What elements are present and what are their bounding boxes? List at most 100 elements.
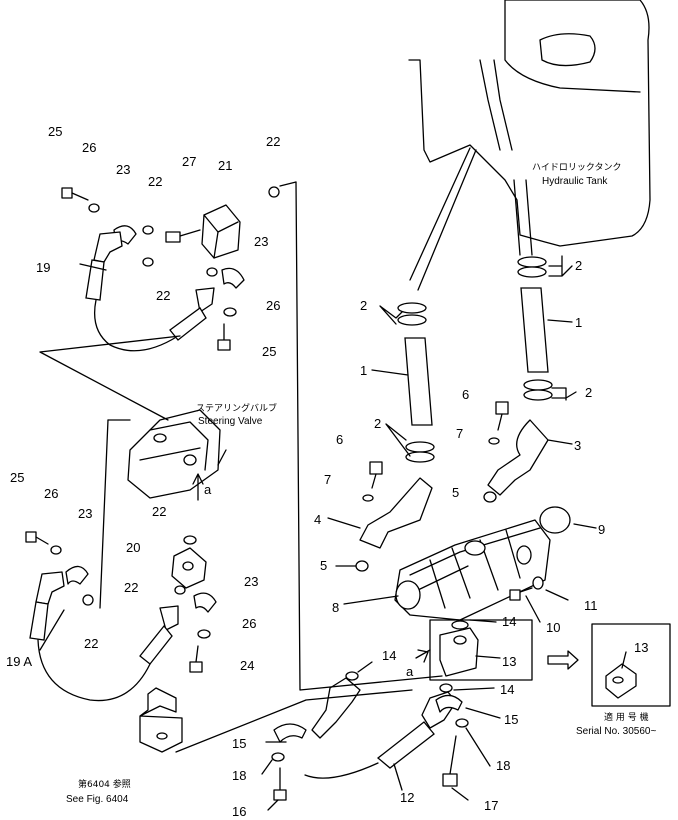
- suction-hose-right: [487, 256, 553, 496]
- clamp-23-mid-right: [193, 592, 217, 613]
- callout-5: 5: [320, 558, 327, 573]
- callout-19a: 19 A: [6, 654, 32, 669]
- bolt-6-left: [369, 461, 383, 489]
- hose-19: [85, 231, 179, 352]
- callout-2: 2: [374, 416, 381, 431]
- hydraulic-tank-jp-label: ハイドロリックタンク: [532, 162, 621, 173]
- hose-19a: [29, 571, 151, 702]
- callout-20: 20: [126, 540, 140, 555]
- oring-22-e: [82, 594, 94, 606]
- serial-arrow: [547, 650, 579, 670]
- callouts: 2 1 2 1 2 2 3 6 7 5 6 7 4 5 8 9 11 10 14…: [6, 124, 648, 819]
- callout-15: 15: [504, 712, 518, 727]
- bolt-16: [273, 767, 287, 801]
- bolt-10: [509, 587, 533, 601]
- steering-valve-jp-label: ステアリングバルブ: [196, 402, 277, 414]
- oring-22-d: [206, 267, 218, 277]
- arrow-a-bottom: [415, 649, 431, 663]
- callout-26: 26: [242, 616, 256, 631]
- callout-22: 22: [156, 288, 170, 303]
- oring-5-left: [355, 560, 369, 572]
- callout-22: 22: [152, 504, 166, 519]
- oring-14-bottom: [439, 683, 453, 693]
- callout-22: 22: [148, 174, 162, 189]
- clamp-23-mid-left: [65, 565, 89, 585]
- oring-22-b: [142, 257, 154, 267]
- callout-9: 9: [598, 522, 605, 537]
- callout-14: 14: [382, 648, 396, 663]
- callout-21: 21: [218, 158, 232, 173]
- callout-2: 2: [575, 258, 582, 273]
- callout-8: 8: [332, 600, 339, 615]
- oring-22-c: [268, 186, 280, 198]
- clamp-15-right: [435, 694, 463, 713]
- bolt-25-top-right: [217, 323, 231, 351]
- oring-14-lower: [345, 671, 359, 681]
- callout-26: 26: [44, 486, 58, 501]
- callout-7: 7: [324, 472, 331, 487]
- callout-14: 14: [502, 614, 516, 629]
- washer-26-top-right: [223, 307, 237, 317]
- washer-18-left: [271, 752, 285, 762]
- callout-10: 10: [546, 620, 560, 635]
- washer-26-mid: [50, 545, 62, 555]
- callout-6: 6: [462, 387, 469, 402]
- callout-22: 22: [266, 134, 280, 149]
- callout-23: 23: [244, 574, 258, 589]
- washer-11: [532, 576, 544, 590]
- callout-22: 22: [84, 636, 98, 651]
- callout-13: 13: [634, 640, 648, 655]
- callout-12: 12: [400, 790, 414, 805]
- bolt-24: [189, 645, 203, 673]
- suction-hose-left: [359, 302, 435, 549]
- hydraulic-tank-label: Hydraulic Tank: [542, 176, 608, 187]
- callout-5: 5: [452, 485, 459, 500]
- oring-5-right: [483, 491, 497, 503]
- steering-valve-label: Steering Valve: [198, 416, 263, 427]
- see-fig-jp-label: 第6404 参照: [78, 778, 131, 790]
- callout-25: 25: [48, 124, 62, 139]
- callout-1: 1: [575, 315, 582, 330]
- bolt-6-right: [495, 401, 509, 431]
- block-13: [439, 627, 479, 677]
- callout-7: 7: [456, 426, 463, 441]
- callout-16: 16: [232, 804, 246, 819]
- oring-14-top: [451, 620, 469, 630]
- callout-17: 17: [484, 798, 498, 813]
- arrow-a-top: [192, 473, 204, 501]
- callout-26: 26: [82, 140, 96, 155]
- hydraulic-tank: [408, 0, 651, 291]
- bolt-25-top: [61, 187, 89, 201]
- bolt-17: [442, 735, 458, 787]
- callout-23: 23: [78, 506, 92, 521]
- hose-19-fitting: [169, 287, 215, 341]
- bolt-25-mid: [25, 531, 49, 545]
- hose-19a-fitting: [139, 605, 179, 665]
- callout-14: 14: [500, 682, 514, 697]
- clamp-23-top-right: [221, 267, 245, 289]
- callout-27: 27: [182, 154, 196, 169]
- pipe-routes: [39, 181, 443, 753]
- arrow-a-bottom-label: a: [406, 664, 414, 679]
- callout-25: 25: [10, 470, 24, 485]
- callout-15: 15: [232, 736, 246, 751]
- oring-9: [539, 506, 571, 534]
- callout-11: 11: [584, 598, 598, 613]
- callout-2: 2: [585, 385, 592, 400]
- serial-label: Serial No. 30560~: [576, 726, 656, 737]
- callout-3: 3: [574, 438, 581, 453]
- callout-25: 25: [262, 344, 276, 359]
- callout-19: 19: [36, 260, 50, 275]
- serial-inset-frame: [591, 623, 671, 707]
- pump-assembly: [394, 519, 551, 621]
- washer-26-top: [88, 203, 100, 213]
- see-fig-label: See Fig. 6404: [66, 794, 129, 805]
- clamp-15-left: [273, 723, 307, 743]
- callout-18: 18: [496, 758, 510, 773]
- callout-1: 1: [360, 363, 367, 378]
- callout-22: 22: [124, 580, 138, 595]
- callout-2: 2: [360, 298, 367, 313]
- leader-lines: [39, 255, 627, 811]
- callout-18: 18: [232, 768, 246, 783]
